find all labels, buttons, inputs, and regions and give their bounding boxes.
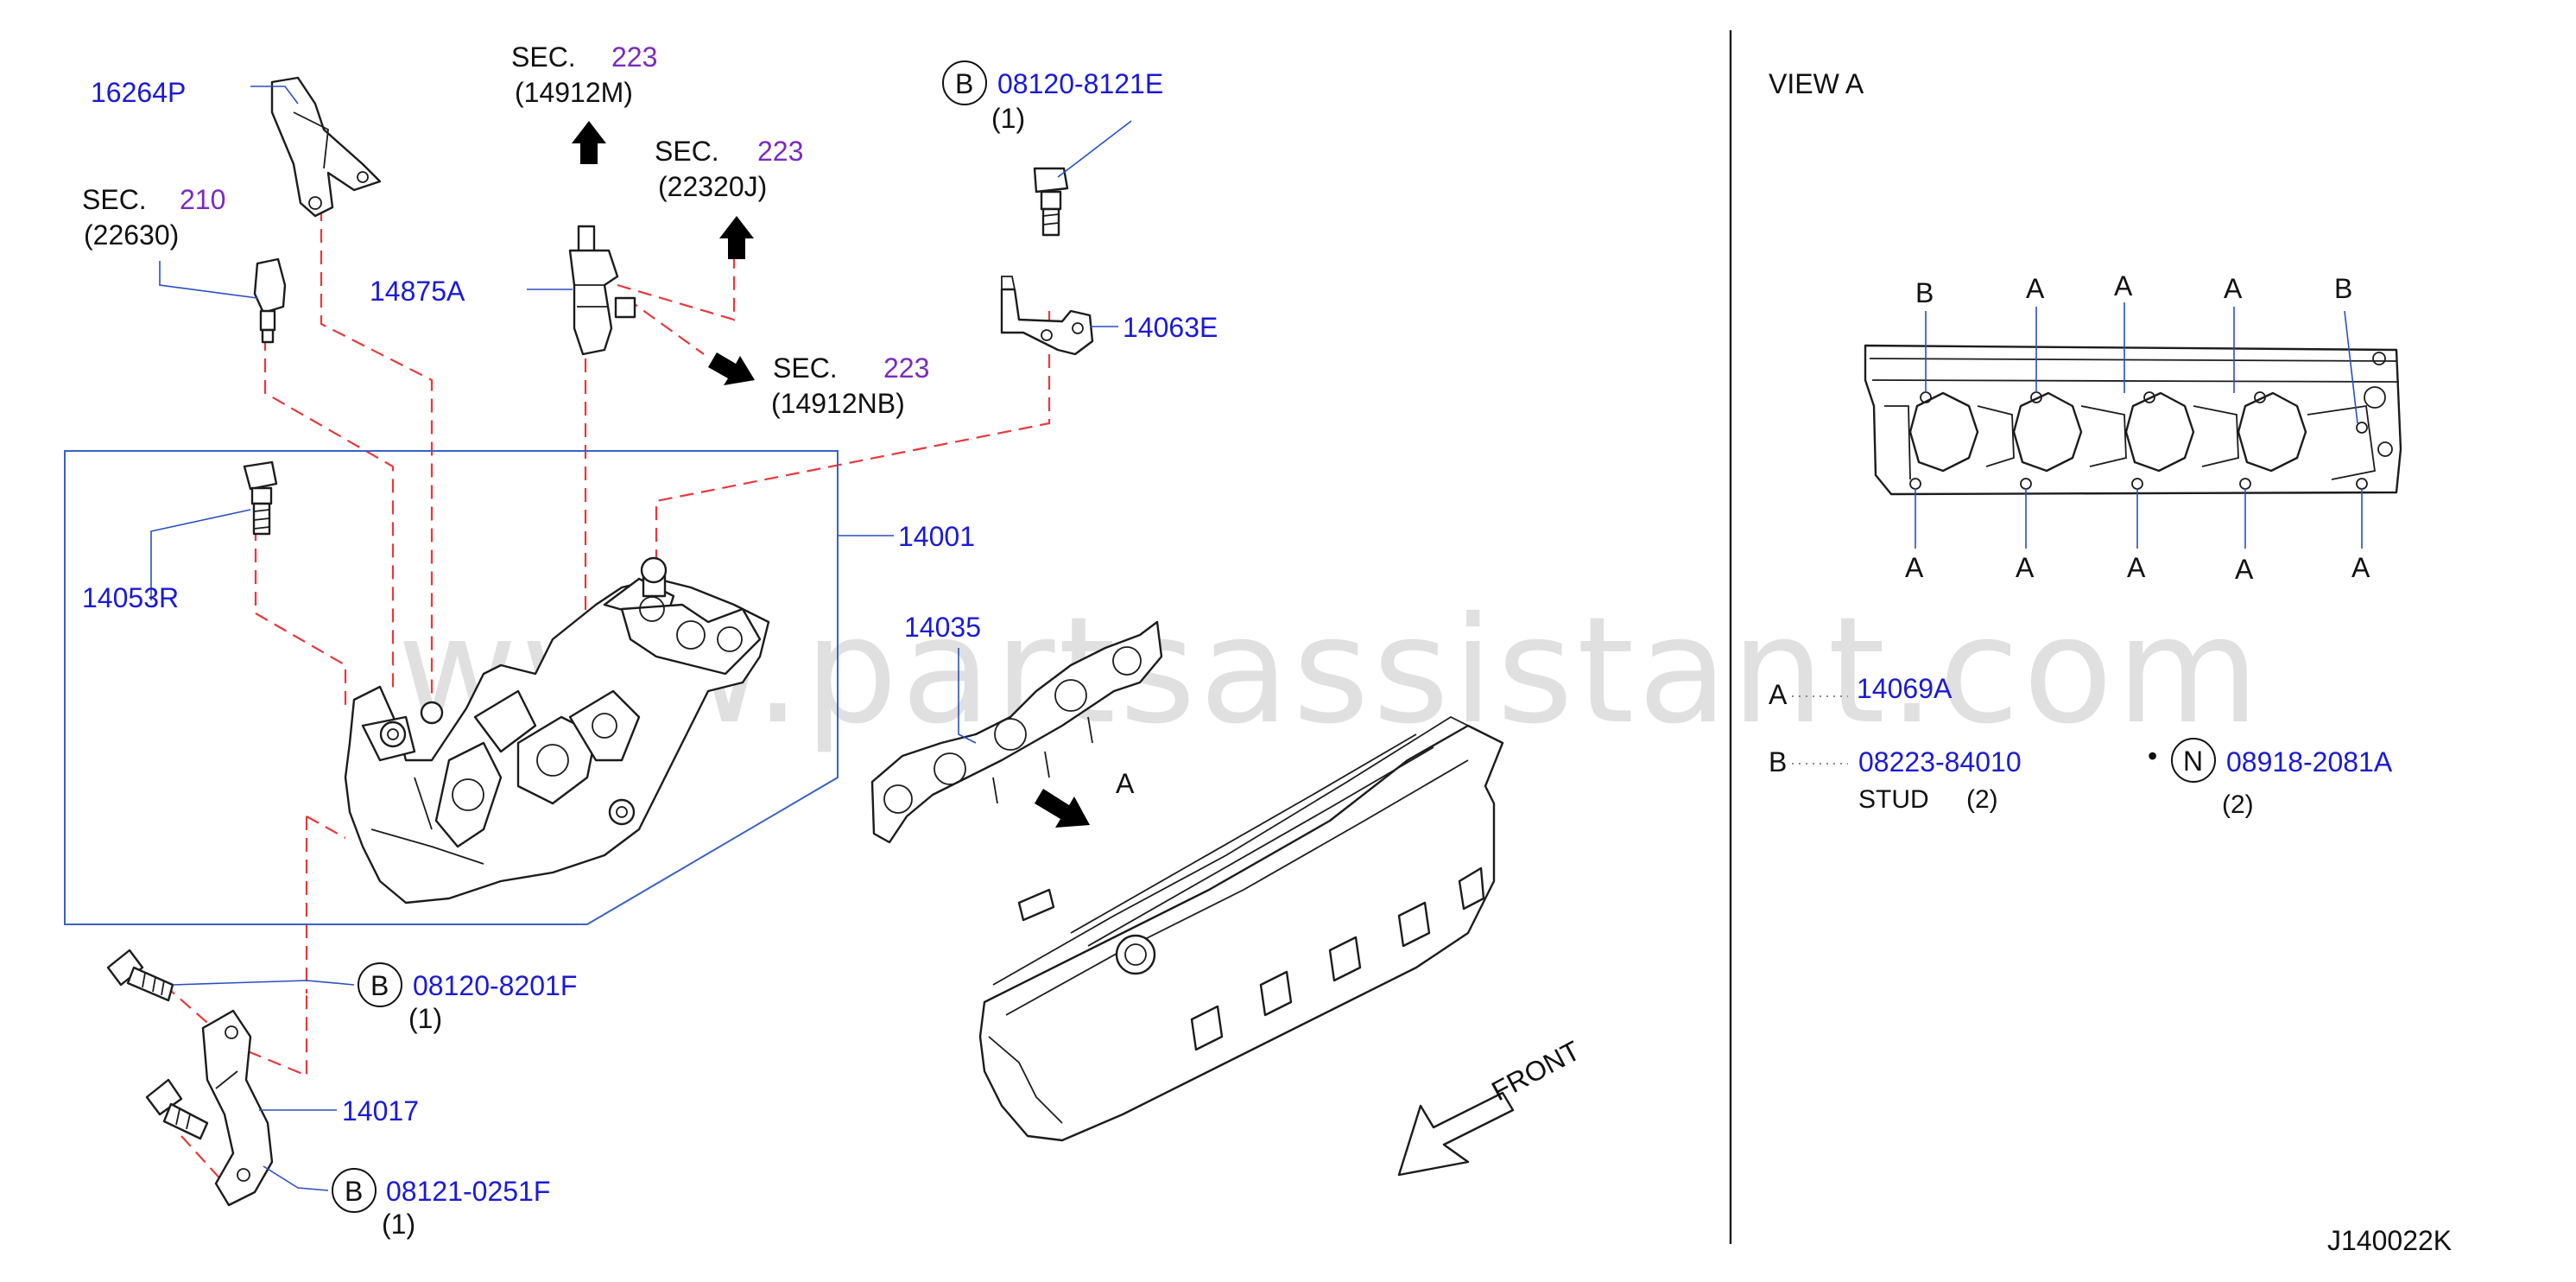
part-14053r[interactable]: 14053R (82, 582, 179, 613)
legend-b-qty: (2) (1966, 785, 1998, 814)
bolt-08120-8201f (106, 949, 174, 1002)
bolt-b2-circle (358, 962, 402, 1007)
view-a-arrow (1035, 789, 1090, 828)
legend-n-code: N (2183, 746, 2203, 777)
sec-223c-number[interactable]: 223 (883, 352, 929, 384)
bolt-b3-qty: (1) (382, 1209, 415, 1240)
bolt-b1-qty: (1) (991, 103, 1025, 134)
bracket-14017 (201, 1009, 274, 1207)
bolt-b3-part[interactable]: 08121-0251F (386, 1176, 550, 1207)
view-a-marker: A (1116, 768, 1135, 799)
part-14001[interactable]: 14001 (898, 521, 975, 552)
front-label: FRONT (1486, 1035, 1585, 1107)
view-a-head (1864, 344, 2402, 496)
part-14017[interactable]: 14017 (342, 1095, 419, 1127)
view-a-top-label-5: B (2334, 273, 2352, 304)
sec-223b-prefix: SEC. (655, 136, 719, 167)
gasket-14035 (870, 620, 1163, 844)
assembly-dashed-lines (163, 207, 1051, 1184)
sec-210-ref: (22630) (84, 219, 179, 251)
sec-210-number[interactable]: 210 (180, 184, 225, 215)
view-a-title: VIEW A (1769, 68, 1864, 99)
legend-n-circle (2171, 738, 2216, 783)
view-a-bottom-label-2: A (2016, 552, 2035, 583)
bolt-b1-circle (942, 60, 987, 105)
sec-223a-ref: (14912M) (515, 77, 633, 108)
diagram-id: J140022K (2327, 1225, 2452, 1256)
legend-b-key: B (1769, 746, 1787, 777)
arrow-up-14912m (572, 121, 606, 164)
bolt-08121-0251f (145, 1078, 209, 1140)
sec-210-prefix: SEC. (82, 184, 147, 215)
arrow-up-22320j (719, 216, 754, 259)
legend-n-bullet: • (2148, 740, 2157, 771)
injector-14875a (568, 225, 636, 356)
bolt-b1-part[interactable]: 08120-8121E (997, 68, 1163, 99)
view-a-top-label-4: A (2224, 273, 2243, 304)
intake-manifold-frame (64, 450, 839, 925)
legend-b-part[interactable]: 08223-84010 (1858, 746, 2022, 777)
sensor-22630 (253, 257, 287, 344)
front-arrow (1397, 1091, 1515, 1177)
part-14063e[interactable]: 14063E (1123, 312, 1218, 343)
legend-n-qty: (2) (2222, 790, 2254, 819)
view-a-bottom-label-3: A (2127, 552, 2146, 583)
part-14875a[interactable]: 14875A (370, 276, 465, 307)
view-a-leaders (1915, 302, 2363, 549)
bolt-b2-part[interactable]: 08120-8201F (413, 970, 577, 1001)
sec-223b-ref: (22320J) (658, 171, 767, 202)
sec-223c-ref: (14912NB) (771, 388, 905, 419)
part-14035[interactable]: 14035 (904, 612, 981, 643)
view-a-bottom-label-4: A (2235, 554, 2254, 585)
legend-a-part[interactable]: 14069A (1857, 673, 1953, 704)
bolt-b2-qty: (1) (408, 1003, 442, 1034)
view-a-top-label-2: A (2026, 273, 2045, 304)
legend-n-part[interactable]: 08918-2081A (2226, 746, 2393, 777)
bolt-b2-code: B (370, 970, 389, 1001)
sec-223b-number[interactable]: 223 (757, 136, 803, 167)
cylinder-head (978, 715, 1504, 1142)
sec-223c-prefix: SEC. (773, 352, 838, 384)
view-a-top-label-1: B (1915, 277, 1934, 308)
arrow-right-14912nb (708, 352, 755, 385)
legend-b-desc: STUD (1858, 785, 1929, 814)
bolt-14053r (243, 460, 278, 536)
bolt-b1-code: B (955, 68, 973, 99)
legend-a-key: A (1769, 679, 1788, 710)
view-a-bottom-label-5: A (2351, 552, 2370, 583)
bracket-16264p (270, 76, 382, 218)
bolt-08120-8121e (1033, 167, 1069, 237)
view-a-top-label-3: A (2114, 270, 2133, 301)
bracket-14063e (1000, 276, 1094, 356)
bolt-b3-code: B (345, 1176, 363, 1207)
sec-223a-prefix: SEC. (511, 41, 576, 73)
part-16264p[interactable]: 16264P (91, 77, 186, 108)
intake-manifold-14001 (344, 556, 770, 904)
sec-223a-number[interactable]: 223 (611, 41, 657, 73)
view-a-bottom-label-1: A (1905, 552, 1924, 583)
bolt-b3-circle (332, 1168, 377, 1213)
